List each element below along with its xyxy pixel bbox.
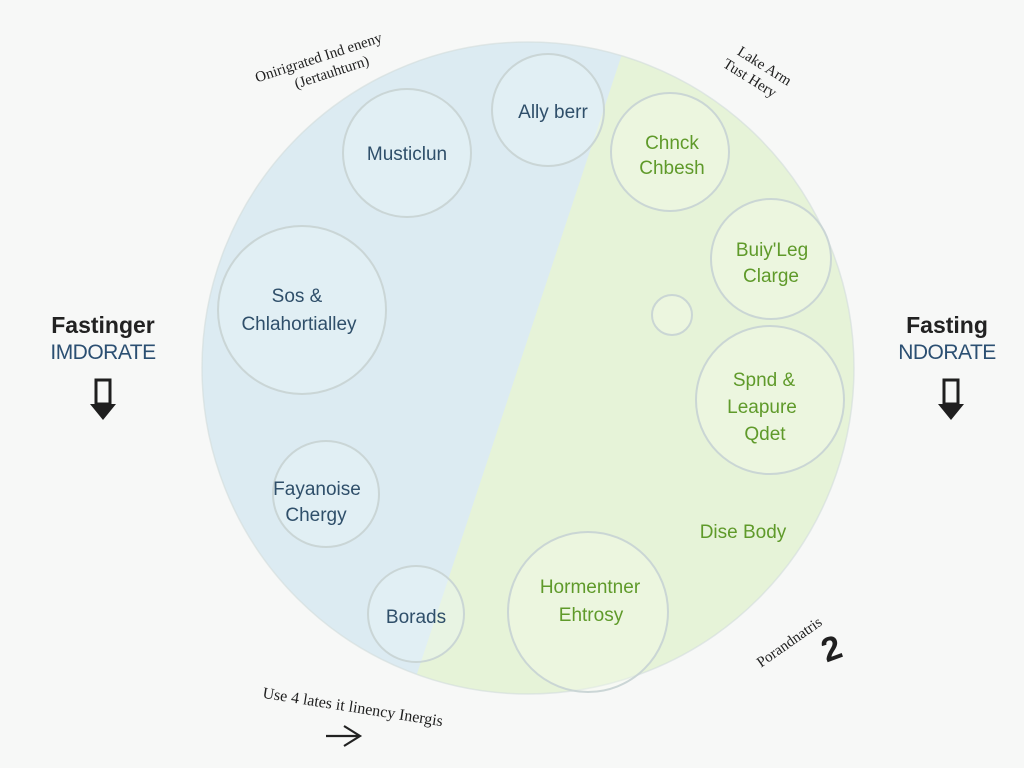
bubble-hormentner-ehtrosy: Hormentner Ehtrosy [507,531,669,693]
bottom-left-arrow-icon [326,725,363,747]
side-subtitle: NDORATE [898,341,996,364]
bubble-label: Sos & [272,286,323,307]
bubble-label: Clarge [743,266,799,287]
bubble-label: Chnck [645,133,699,154]
main-circle-outline [201,41,855,695]
dise-body-label: Dise Body [700,522,787,543]
bubble-fayanoise-chergy: Fayanoise Chergy [272,440,380,548]
top-right-caption: Lake Arm Tust Hery [720,44,794,102]
bubble-sos-chlahortialley: Sos & Chlahortialley [217,225,387,395]
bottom-right-caption: Porandnatris [754,614,825,671]
bubble-label: Chlahortialley [241,314,357,335]
circle-left-half [202,42,630,694]
bubble-spnd-leapure-qdet: Spnd & Leapure Qdet [695,325,845,475]
bubble-label: Chbesh [639,158,705,179]
small-empty-bubble [651,294,693,336]
bubble-ally-berr: Ally berr [491,53,605,167]
bubble-label: Borads [386,607,446,628]
bubble-label: Hormentner [540,577,641,598]
bubble-label: Leapure [727,397,797,418]
side-title: Fastinger [51,312,155,338]
down-arrow-icon [938,378,964,420]
caption-line: Use 4 lates it linency Inergis [261,685,444,730]
bubble-label: Ehtrosy [559,605,624,626]
bubble-borads: Borads [367,565,465,663]
side-label-right: Fasting NDORATE [872,310,1022,422]
bubble-label: Musticlun [367,144,447,165]
side-label-left: Fastinger IMDORATE [28,310,178,422]
bubble-label: Spnd & [733,370,796,391]
bottom-right-number: 2 [816,628,847,670]
bubble-label: Qdet [744,424,786,445]
side-title: Fasting [906,312,988,338]
down-arrow-icon [90,378,116,420]
bubble-musticlun: Musticlun [342,88,472,218]
side-subtitle: IMDORATE [50,341,156,364]
bubble-chnck-chbesh: Chnck Chbesh [610,92,730,212]
bubble-label: Fayanoise [273,479,361,500]
bubble-label: Buiy'Leg [736,240,808,261]
bubble-label: Ally berr [518,102,588,123]
bottom-left-caption: Use 4 lates it linency Inergis [261,685,444,730]
bubble-label: Chergy [285,505,347,526]
bubble-buiy-leg-clarge: Buiy'Leg Clarge [710,198,832,320]
caption-line: Porandnatris [754,614,825,671]
